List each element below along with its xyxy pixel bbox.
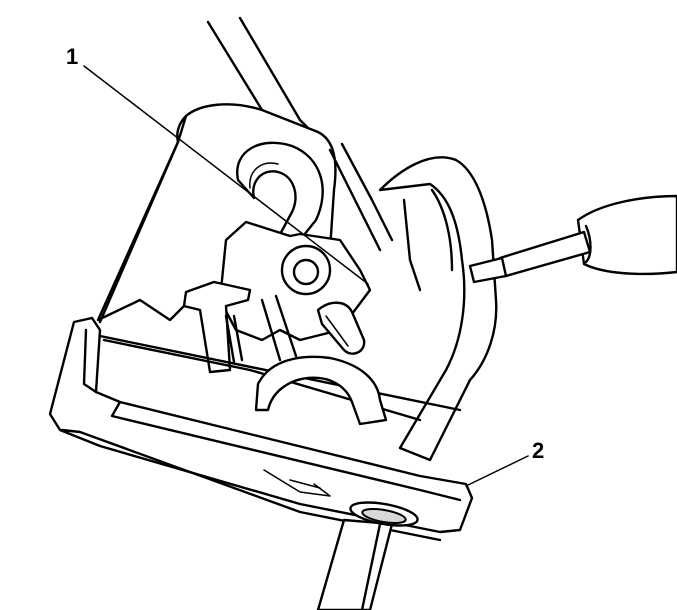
actuator-rod (260, 142, 394, 362)
callout-2: 2 (465, 438, 544, 487)
mounting-plate (48, 316, 474, 542)
plate-recess (254, 355, 388, 426)
callout-1: 1 (66, 44, 369, 285)
callout-2-leader (465, 455, 529, 487)
bottom-shaft (316, 501, 419, 610)
slot-guide (182, 280, 252, 374)
latch-mechanism (218, 220, 372, 355)
callout-1-leader (83, 65, 369, 285)
striker-hook (236, 141, 324, 242)
callout-1-label: 1 (66, 44, 78, 69)
screwdriver-tool (468, 194, 677, 284)
right-bracket (378, 156, 498, 462)
callout-2-label: 2 (532, 438, 544, 463)
